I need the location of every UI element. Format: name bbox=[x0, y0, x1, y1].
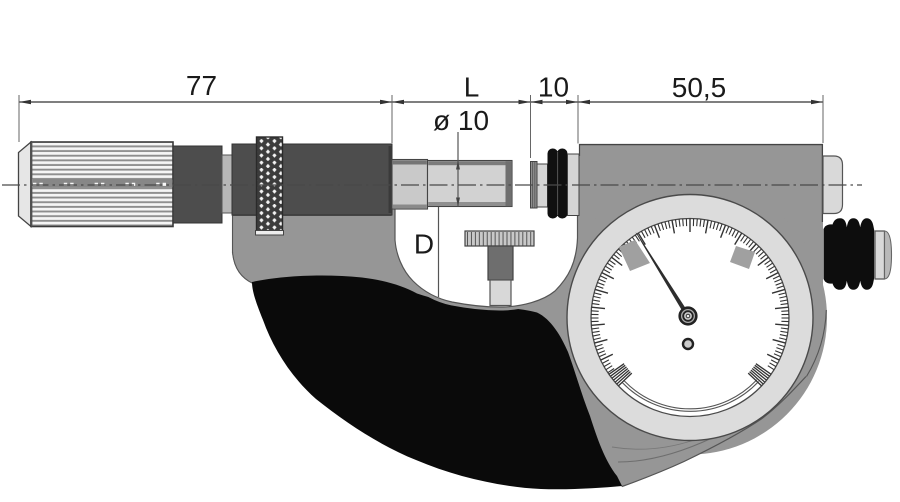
svg-text:L: L bbox=[464, 72, 480, 103]
svg-text:77: 77 bbox=[186, 70, 217, 101]
svg-text:10: 10 bbox=[538, 72, 569, 103]
svg-text:50,5: 50,5 bbox=[672, 72, 727, 103]
svg-text:ø 10: ø 10 bbox=[433, 105, 489, 136]
svg-text:D: D bbox=[414, 229, 434, 260]
